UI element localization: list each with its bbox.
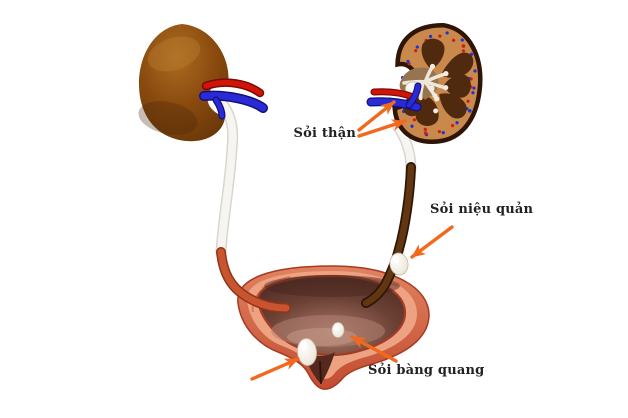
right-renal-vessels	[366, 82, 422, 112]
right-kidney-cross-section	[392, 23, 483, 144]
kidney-stone-label: Sỏi thận	[293, 126, 356, 141]
bladder-stone-label: Sỏi bàng quang	[368, 363, 485, 378]
kidney-shadow	[138, 101, 198, 135]
ureter-stone-label: Sỏi niệu quản	[430, 202, 534, 217]
left-ureter	[215, 97, 239, 258]
bladder-neck-stone	[297, 338, 317, 366]
bladder-neck-stone-arrow	[250, 357, 300, 381]
left-ureter-lower	[216, 247, 291, 313]
bladder-stone-arrow	[350, 335, 398, 363]
left-renal-vessels	[199, 78, 268, 120]
bladder-stone	[331, 322, 345, 338]
kidney-stone-arrows	[357, 100, 407, 138]
kidney-highlight	[147, 36, 201, 72]
ureter-stone	[389, 252, 409, 276]
left-kidney	[138, 24, 229, 142]
ureter-stone-arrow	[410, 225, 454, 259]
urethra-opening	[319, 361, 322, 384]
